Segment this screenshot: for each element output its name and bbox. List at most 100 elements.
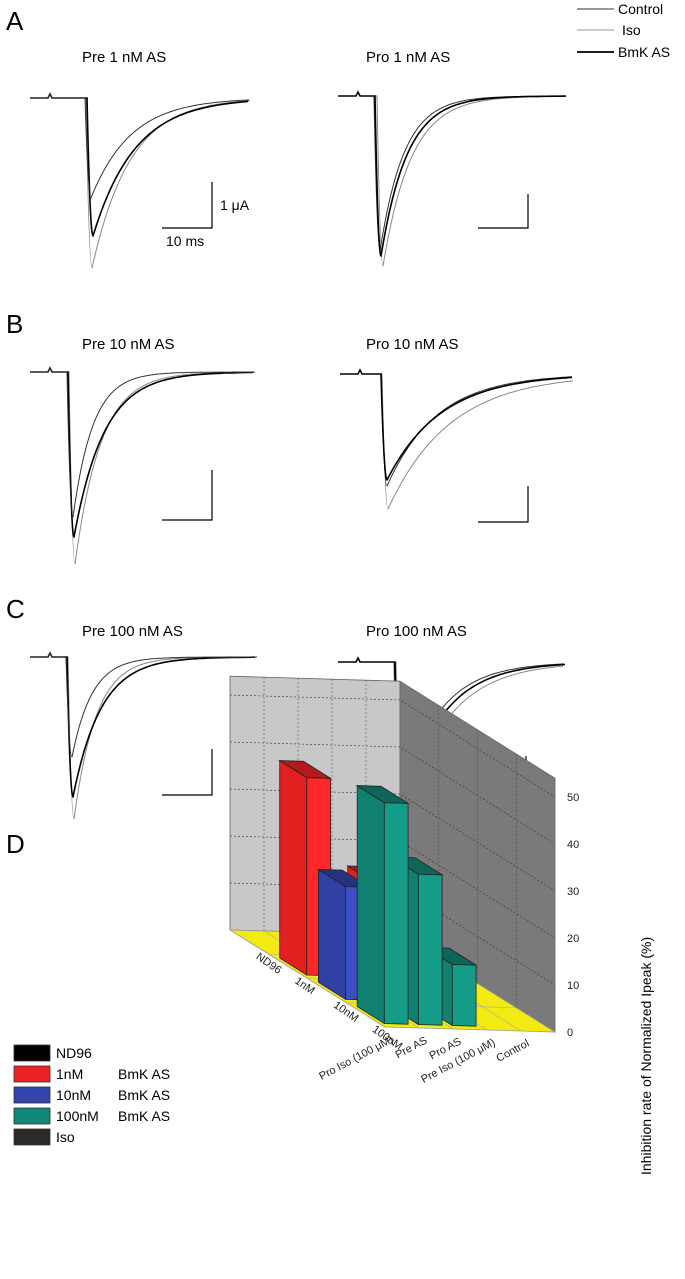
trace-bmk [338, 90, 566, 257]
legend-unit: BmK AS [118, 1108, 170, 1124]
legend-swatch [13, 1128, 51, 1146]
bar-face-top [312, 869, 367, 888]
title-pro-100nm: Pro 100 nM AS [366, 623, 467, 640]
trace-layer [30, 90, 574, 820]
scale-bar [162, 182, 213, 229]
bar-face-top [375, 933, 430, 953]
bar-pro-as-1nm [346, 865, 401, 979]
scale-bar-time-label: 10 ms [166, 233, 204, 249]
trace-bmk [30, 366, 254, 538]
z-tick-label: 30 [567, 886, 579, 898]
bar-face-left [385, 903, 414, 1003]
bar-face-left [313, 868, 342, 977]
scale-bar [162, 470, 213, 521]
legend-swatch [13, 1044, 51, 1062]
legend-label: 100nM [56, 1108, 99, 1124]
legend-label: Iso [56, 1129, 75, 1145]
panel-label-a: A [6, 6, 24, 36]
trace-iso [30, 366, 254, 565]
bar-face-top [316, 869, 371, 888]
title-pre-100nm: Pre 100 nM AS [82, 623, 183, 640]
y-category-label: 1nM [292, 975, 316, 997]
legend-iso: Iso [622, 22, 641, 38]
bar-face-top [389, 856, 444, 876]
trace-bmk [338, 656, 566, 813]
trace-iso [338, 90, 565, 267]
panel-label-b: B [6, 309, 23, 339]
panel-label-c: C [6, 594, 25, 624]
bar-pre-as-100nm [389, 856, 444, 1026]
x-category-label: Pre AS [394, 1035, 430, 1062]
scale-bar [476, 756, 527, 795]
title-pre-1nm: Pre 1 nM AS [82, 49, 166, 66]
legend-bmk: BmK AS [618, 44, 670, 60]
trace-bmk [30, 92, 249, 237]
bar-face-right [374, 882, 400, 979]
y-category-label: 100nM [370, 1024, 404, 1053]
bar-face-right [451, 963, 477, 1027]
bar-face-right [369, 906, 395, 955]
z-tick-label: 10 [567, 980, 579, 992]
trace-control [30, 92, 250, 199]
z-tick-label: 20 [567, 933, 579, 945]
legend-label: 10nM [56, 1087, 91, 1103]
title-pre-10nm: Pre 10 nM AS [82, 336, 175, 353]
bar-face-right [340, 886, 366, 978]
bar-pro-iso-100-m--100nm [355, 784, 410, 1025]
bar-face-left [424, 946, 453, 1027]
bar-face-left [347, 865, 376, 978]
legend-label: 1nM [56, 1066, 83, 1082]
floor-gridline [331, 932, 488, 1031]
scale-bar [478, 486, 529, 523]
bar-face-left [376, 933, 405, 956]
bar-face-left [356, 784, 385, 1025]
trace-bmk [30, 651, 255, 798]
z-axis-title: Inhibition rate of Normalized Ipeak (%) [638, 937, 654, 1175]
legend-swatch [13, 1107, 51, 1125]
x-category-label: Pro Iso (100 μM) [317, 1034, 395, 1083]
gridline [229, 835, 556, 939]
bar-face-right [403, 950, 429, 956]
bar-face-left [342, 889, 371, 955]
panel-label-d: D [6, 829, 25, 859]
bar-face-top [384, 903, 439, 923]
scale-bar [478, 194, 529, 229]
x-category-label: Pre Iso (100 μM) [419, 1037, 497, 1086]
y-category-label: ND96 [254, 951, 284, 977]
floor [228, 929, 557, 1033]
z-tick-label: 40 [567, 839, 579, 851]
bar-face-right [417, 873, 443, 1026]
legend-control: Control [618, 1, 663, 17]
trace-iso [30, 92, 251, 269]
trace-iso [30, 651, 256, 820]
gridline [229, 882, 556, 986]
trace-iso [340, 368, 574, 510]
trace-control [30, 366, 255, 518]
legend-unit: BmK AS [118, 1066, 170, 1082]
floor-gridline [307, 978, 478, 984]
x-category-label: Control [494, 1038, 531, 1065]
bar-control-nd96 [375, 933, 430, 956]
scale-bar [162, 749, 213, 796]
scale-bar-current-label: 1 μA [220, 197, 250, 213]
bar-face-top [423, 946, 478, 966]
trace-control [338, 90, 565, 252]
x-category-label: Pro AS [428, 1036, 464, 1063]
trace-legend: Control Iso BmK AS [577, 1, 670, 60]
bar-face-left [317, 868, 346, 1001]
trace-iso [338, 656, 564, 820]
bar-face-left [390, 856, 419, 1026]
z-tick-label: 0 [567, 1027, 573, 1039]
legend-swatch [13, 1086, 51, 1104]
bar-face-right [383, 802, 409, 1025]
floor-gridline [365, 933, 522, 1032]
current-traces-figure: A B C Pre 1 nM AS Pro 1 nM AS Pre 10 nM … [6, 1, 670, 820]
bar-face-right [413, 920, 438, 1003]
title-pro-1nm: Pro 1 nM AS [366, 49, 450, 66]
bar-face-top [341, 889, 396, 908]
legend-label: ND96 [56, 1045, 92, 1061]
trace-control [340, 368, 573, 487]
floor-gridline [263, 930, 420, 1029]
floor-gridline [297, 931, 454, 1030]
